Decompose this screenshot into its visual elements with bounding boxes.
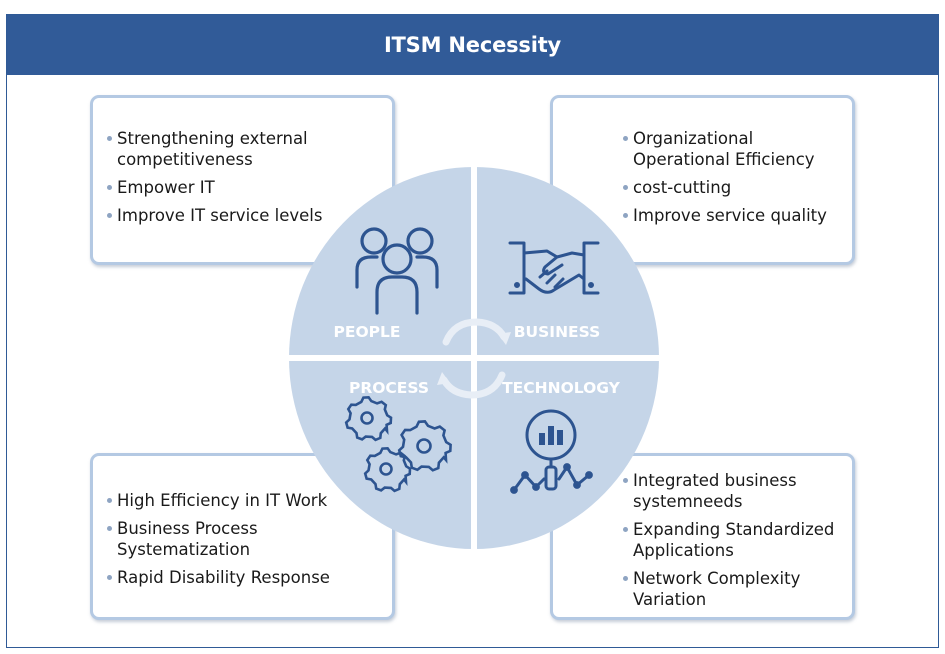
list-item: Improve service quality	[623, 205, 852, 226]
process-label: PROCESS	[349, 379, 429, 397]
diagram-title: ITSM Necessity	[383, 33, 562, 57]
list-item: Rapid Disability Response	[107, 567, 392, 588]
technology-label: TECHNOLOGY	[502, 379, 621, 397]
list-item: Expanding Standardized Applications	[623, 519, 843, 561]
list-item: Empower IT	[107, 177, 392, 198]
list-item: Organizational Operational Efficiency	[623, 128, 833, 170]
list-item: Strengthening external competitiveness	[107, 128, 357, 170]
business-label: BUSINESS	[514, 323, 601, 341]
quadrant-circle: PEOPLE BUSINESS PROCESS TECHNOLOGY	[289, 167, 659, 550]
list-item: High Efficiency in IT Work	[107, 490, 392, 511]
title-bar: ITSM Necessity	[7, 15, 938, 75]
people-list: Strengthening external competitiveness E…	[107, 128, 392, 226]
list-item: Improve IT service levels	[107, 205, 392, 226]
list-item: cost-cutting	[623, 177, 852, 198]
handshake-icon	[508, 241, 600, 295]
people-icon	[355, 227, 439, 315]
quadrant-circle-svg: PEOPLE BUSINESS PROCESS TECHNOLOGY	[289, 167, 659, 549]
cycle-arrows-icon	[437, 318, 511, 399]
people-label: PEOPLE	[334, 323, 401, 341]
list-item: Business Process Systematization	[107, 518, 277, 560]
magnifier-chart-icon	[510, 409, 593, 494]
process-list: High Efficiency in IT Work Business Proc…	[107, 490, 392, 588]
list-item: Integrated business systemneeds	[623, 470, 803, 512]
technology-list: Integrated business systemneeds Expandin…	[623, 470, 852, 610]
business-list: Organizational Operational Efficiency co…	[623, 128, 852, 226]
list-item: Network Complexity Variation	[623, 568, 823, 610]
gears-icon	[344, 395, 452, 493]
